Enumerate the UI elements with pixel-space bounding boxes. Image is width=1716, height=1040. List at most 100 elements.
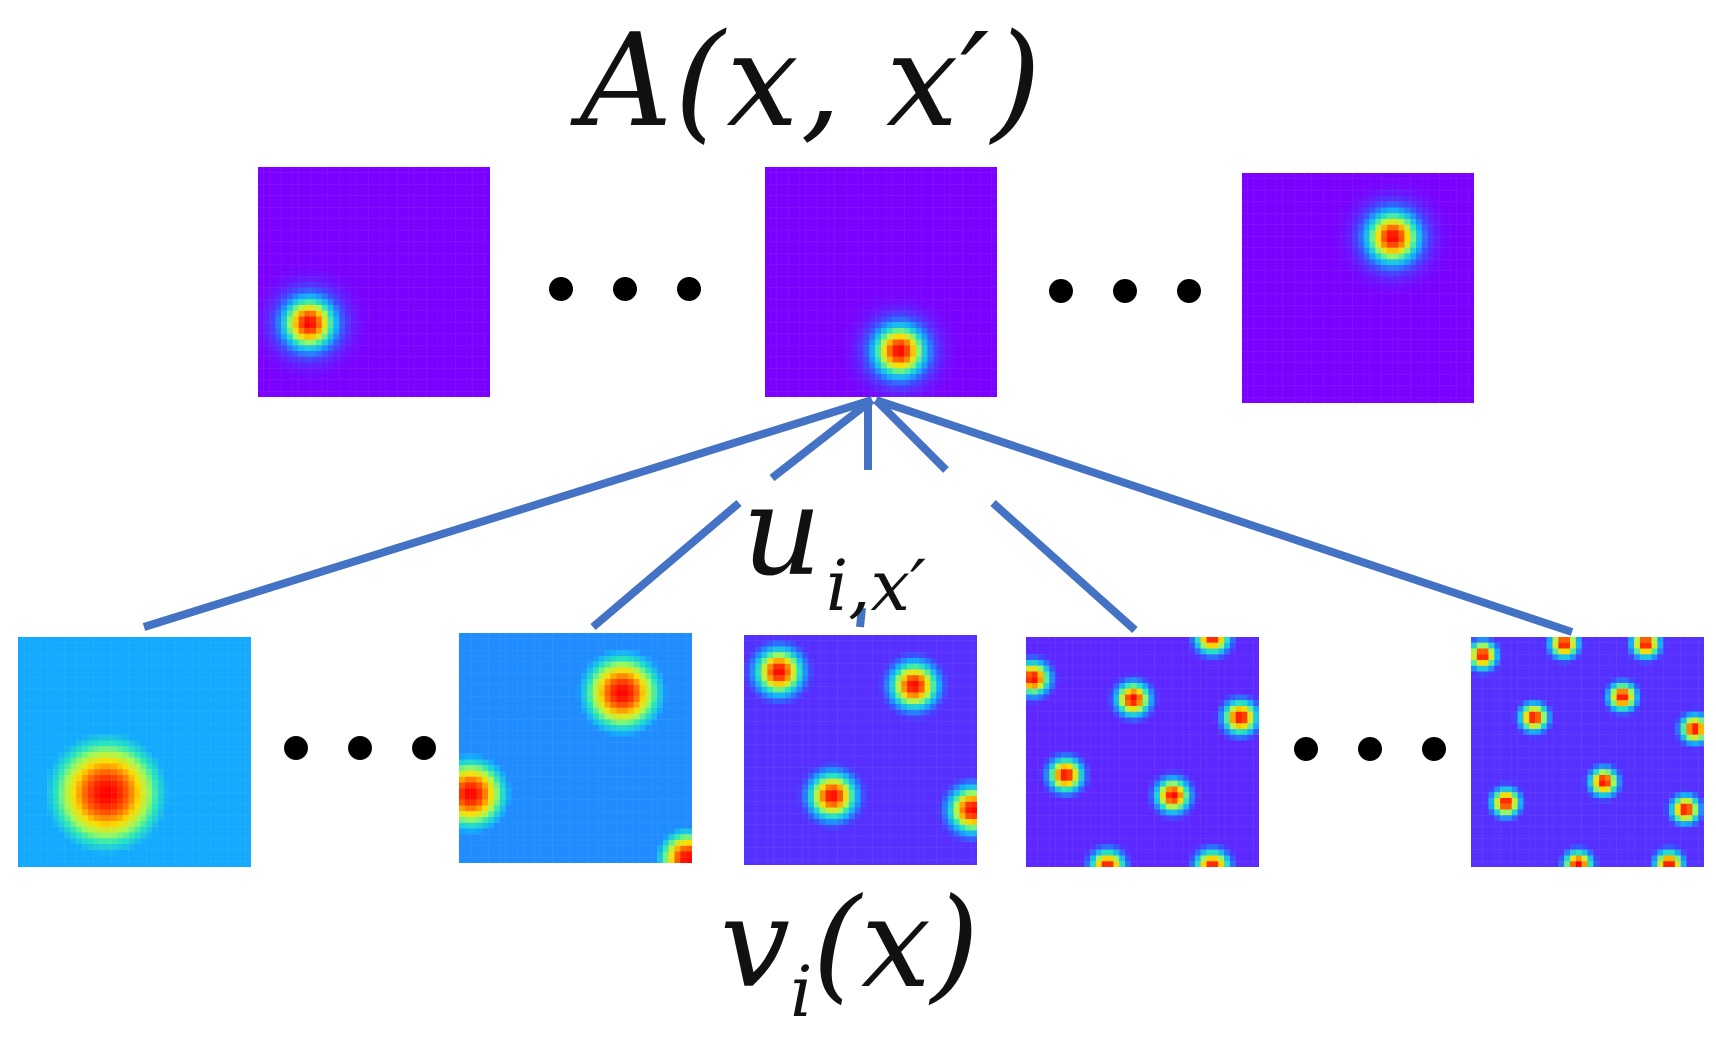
heatmap-cell	[788, 207, 795, 214]
heatmap-cell	[1416, 311, 1422, 317]
heatmap-cell	[1323, 224, 1330, 231]
heatmap-cell	[886, 184, 893, 191]
heatmap-cell	[461, 345, 467, 352]
heatmap-cell	[794, 328, 800, 334]
heatmap-cell	[979, 218, 986, 225]
heatmap-cell	[1456, 288, 1463, 294]
heatmap-cell	[875, 310, 882, 317]
heatmap-cell	[1311, 339, 1318, 346]
heatmap-cell	[304, 224, 311, 231]
heatmap-cell	[1242, 282, 1248, 289]
heatmap-cell	[420, 287, 427, 294]
heatmap-cell	[886, 328, 893, 334]
heatmap-cell	[1346, 345, 1353, 352]
heatmap-cell	[1294, 190, 1301, 197]
heatmap-cell	[979, 299, 986, 306]
heatmap-cell	[1468, 380, 1474, 386]
heatmap-cell	[927, 362, 934, 369]
heatmap-cell	[904, 230, 911, 237]
heatmap-cell	[385, 224, 392, 231]
heatmap-cell	[461, 310, 467, 317]
heatmap-cell	[1381, 230, 1388, 237]
heatmap-cell	[287, 333, 293, 340]
heatmap-cell	[1242, 305, 1248, 312]
heatmap-cell	[35, 654, 42, 661]
heatmap-cell	[1404, 230, 1411, 237]
heatmap-cell	[316, 299, 322, 306]
heatmap-cell	[64, 648, 71, 655]
heatmap-cell	[1363, 201, 1370, 208]
heatmap-cell	[1456, 201, 1463, 208]
heatmap-cell	[1305, 305, 1312, 312]
heatmap-cell	[461, 195, 467, 202]
heatmap-cell	[397, 310, 404, 317]
heatmap-cell	[834, 270, 841, 277]
heatmap-cell	[933, 322, 940, 329]
heatmap-cell	[933, 270, 940, 277]
heatmap-cell	[846, 391, 853, 397]
heatmap-cell	[356, 374, 363, 380]
heatmap-cell	[29, 648, 36, 655]
heatmap-cell	[881, 190, 887, 196]
heatmap-cell	[397, 299, 404, 306]
heatmap-cell	[1352, 345, 1359, 352]
heatmap-cell	[1421, 391, 1428, 398]
heatmap-cell	[782, 299, 789, 306]
heatmap-cell	[782, 328, 789, 334]
heatmap-cell	[385, 201, 392, 208]
heatmap-cell	[275, 368, 282, 375]
heatmap-cell	[973, 316, 980, 323]
heatmap-cell	[776, 282, 783, 288]
heatmap-cell	[339, 253, 346, 260]
heatmap-cell	[455, 230, 462, 237]
heatmap-cell	[1288, 362, 1295, 369]
heatmap-cell	[910, 385, 916, 392]
heatmap-cell	[414, 253, 421, 260]
heatmap-cell	[985, 201, 992, 208]
heatmap-cell	[1329, 339, 1335, 346]
heatmap-cell	[374, 207, 380, 214]
heatmap-cell	[765, 224, 771, 231]
heatmap-cell	[834, 230, 841, 237]
heatmap-cell	[466, 178, 473, 185]
heatmap-cell	[327, 391, 334, 397]
heatmap-cell	[834, 167, 841, 173]
heatmap-cell	[1387, 385, 1393, 392]
heatmap-cell	[805, 385, 812, 392]
heatmap-cell	[979, 207, 986, 214]
heatmap-cell	[991, 299, 997, 306]
heatmap-cell	[1265, 196, 1272, 202]
heatmap-cell	[403, 362, 409, 369]
heatmap-cell	[397, 293, 404, 300]
heatmap-cell	[1253, 322, 1260, 329]
heatmap-cell	[432, 253, 438, 260]
heatmap-cell	[985, 310, 992, 317]
heatmap-cell	[915, 213, 922, 219]
heatmap-cell	[991, 213, 997, 219]
heatmap-cell	[1253, 265, 1260, 271]
heatmap-cell	[1317, 230, 1324, 237]
heatmap-cell	[1305, 247, 1312, 254]
heatmap-cell	[408, 247, 415, 254]
heatmap-cell	[933, 391, 940, 397]
heatmap-cell	[281, 310, 288, 317]
heatmap-cell	[414, 224, 421, 231]
heatmap-cell	[484, 345, 490, 352]
heatmap-cell	[1253, 351, 1260, 358]
heatmap-cell	[263, 293, 270, 300]
heatmap-cell	[1387, 322, 1393, 329]
heatmap-cell	[898, 339, 905, 346]
heatmap-cell	[1445, 282, 1451, 289]
heatmap-cell	[840, 293, 847, 300]
heatmap-cell	[979, 184, 986, 191]
heatmap-cell	[881, 333, 887, 340]
ellipsis-dot	[549, 277, 573, 301]
heatmap-cell	[921, 172, 928, 179]
heatmap-cell	[414, 328, 421, 334]
heatmap-cell	[944, 190, 951, 196]
heatmap-cell	[898, 167, 905, 173]
heatmap-cell	[426, 264, 433, 271]
heatmap-cell	[1456, 368, 1463, 375]
heatmap-cell	[852, 287, 858, 294]
heatmap-cell	[927, 379, 934, 386]
